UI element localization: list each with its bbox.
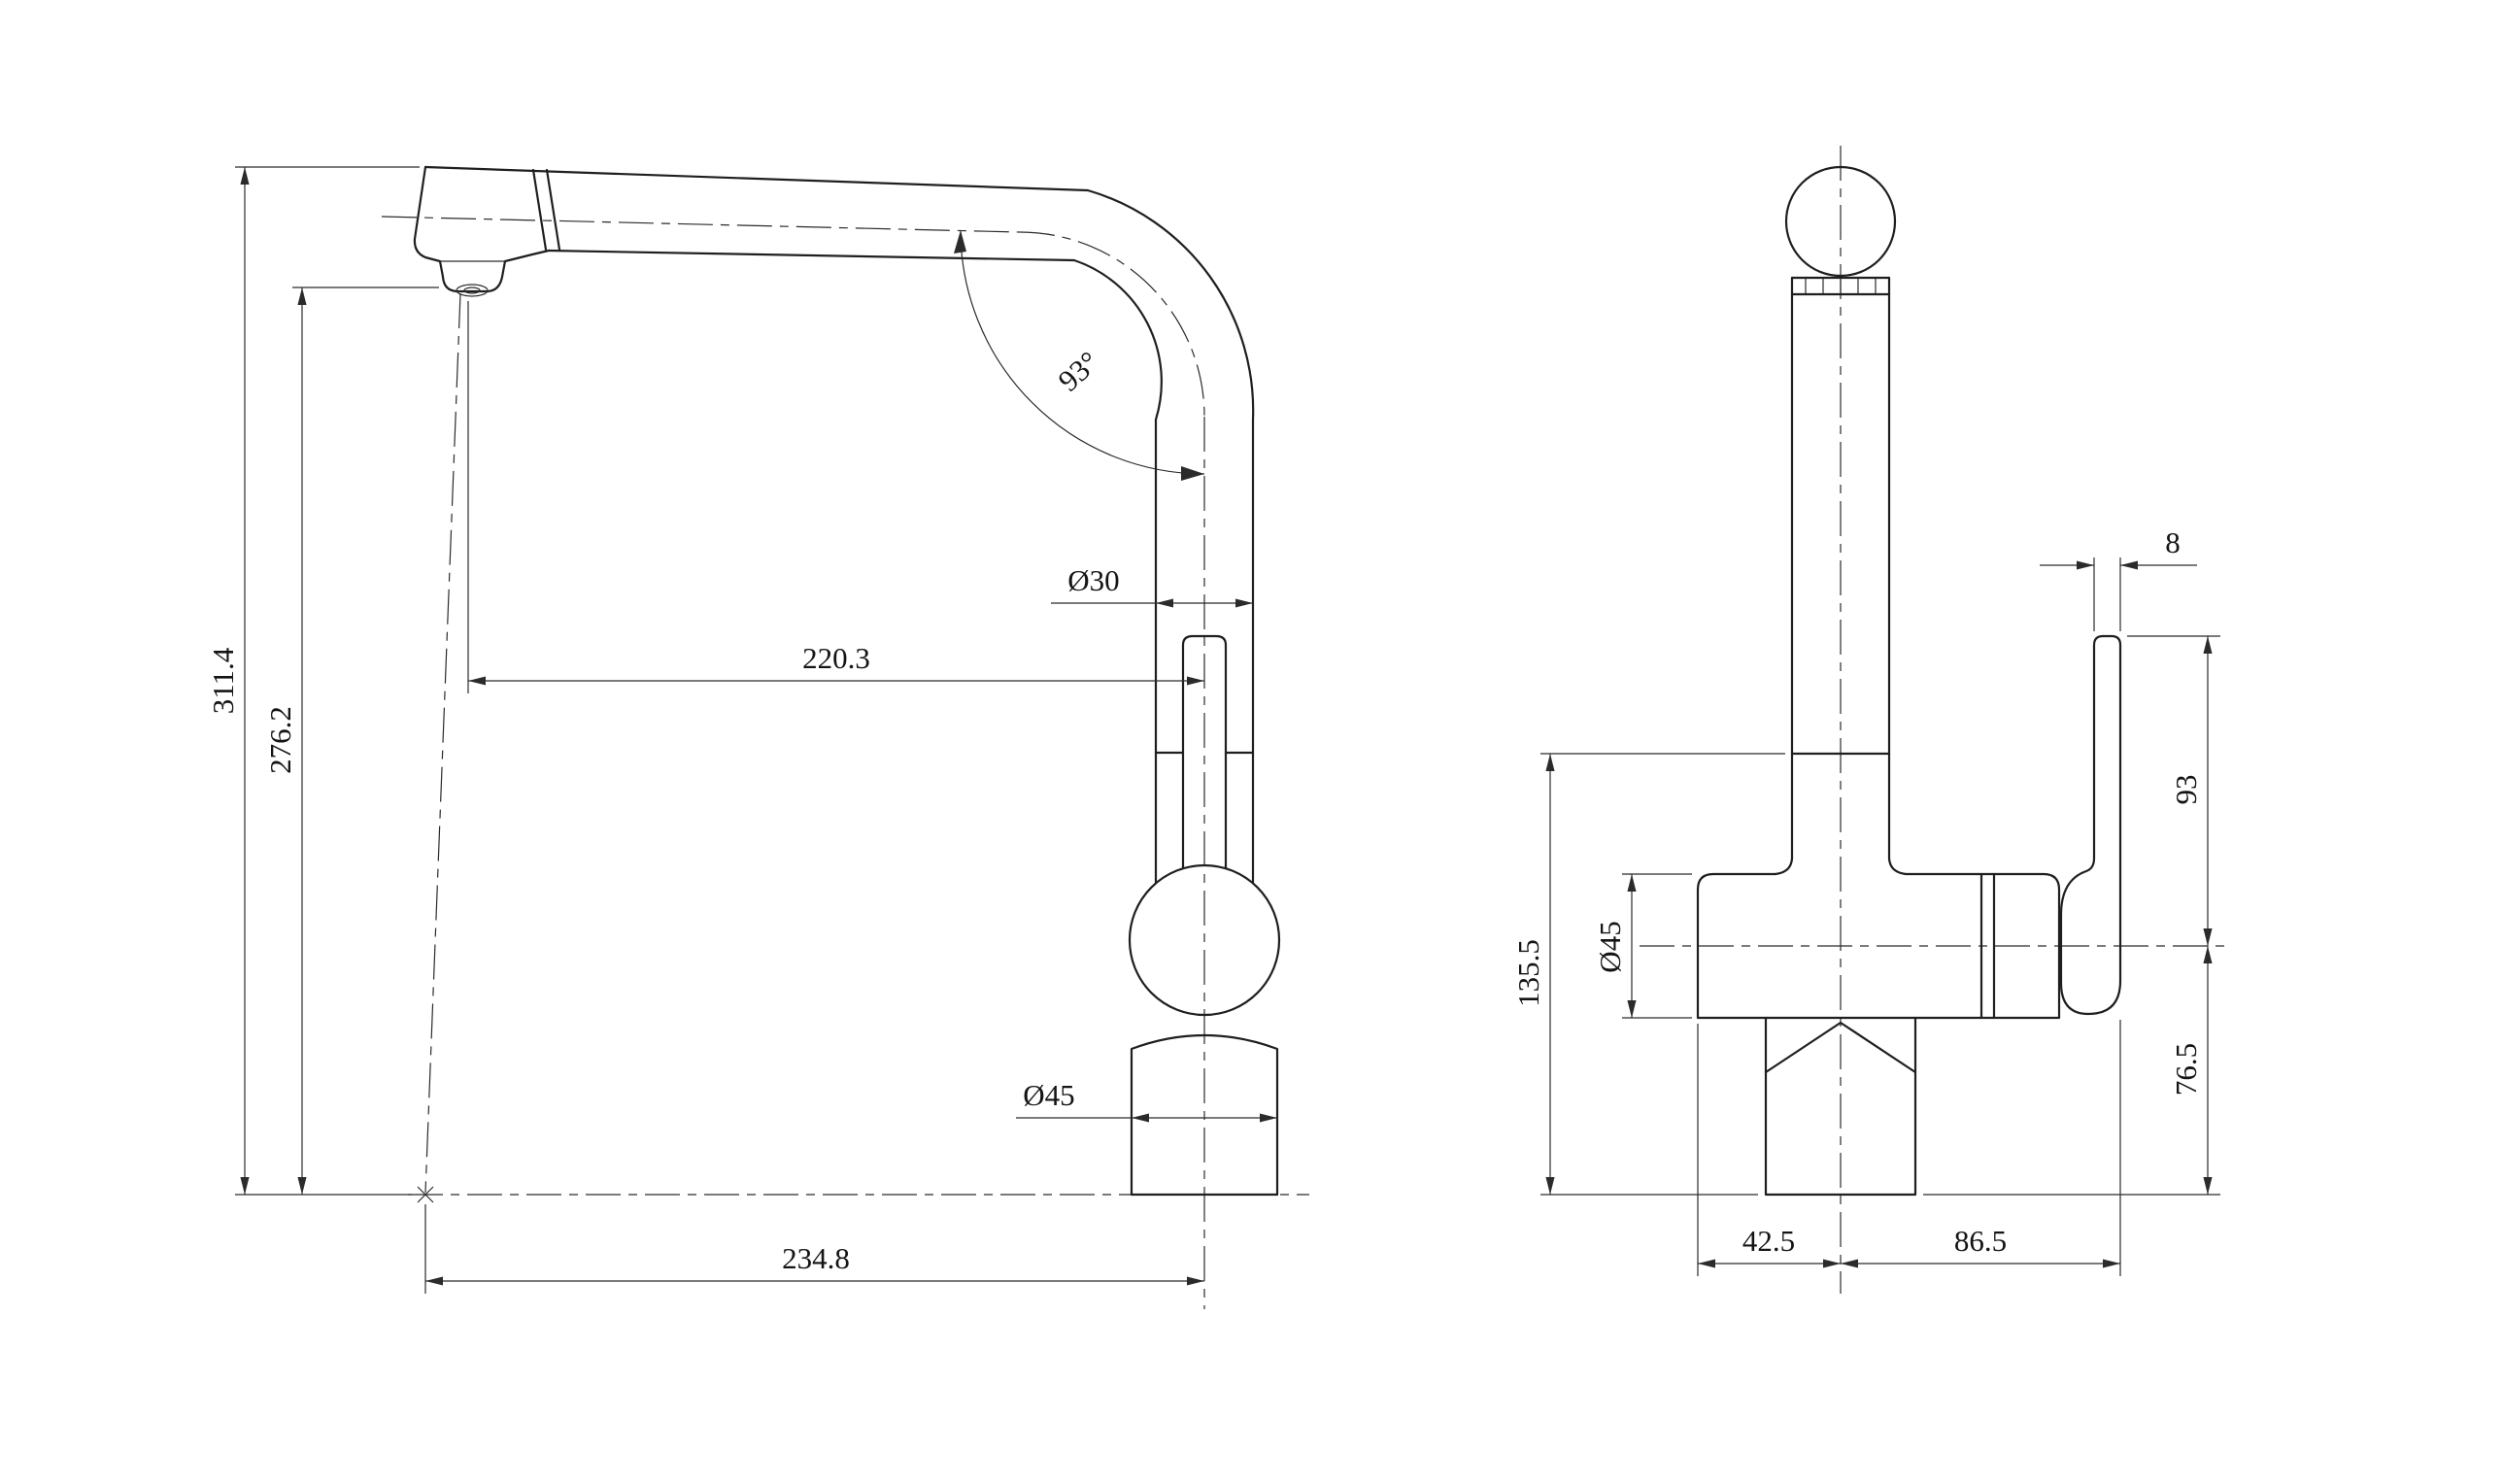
front-view: 8 93 76.5 135.5 Ø45 42.5 xyxy=(1511,146,2228,1294)
dim-base-reach-label: 234.8 xyxy=(782,1241,850,1275)
pipe-body-fillets xyxy=(1774,857,1908,876)
base-column-front xyxy=(1764,1016,1917,1197)
spray-head-joint-lines xyxy=(531,168,561,252)
extension-line xyxy=(2093,557,2121,631)
handle-outline-front xyxy=(2059,634,2122,1016)
spray-collar-ridges xyxy=(1805,279,1877,293)
dim-axis-to-left-label: 42.5 xyxy=(1742,1224,1795,1258)
spray-direction-centerline xyxy=(424,292,461,1194)
deck-intersection-cross-icon xyxy=(417,1186,434,1203)
dim-handle-length: 93 xyxy=(2127,635,2220,946)
dim-body-diameter-side-label: Ø45 xyxy=(1023,1078,1074,1112)
dim-axis-to-left: 42.5 xyxy=(1697,1024,1841,1276)
side-centerlines xyxy=(381,216,1309,1309)
spout-centerline xyxy=(381,216,1021,233)
valve-body-end-circle xyxy=(1128,863,1281,1017)
dim-body-diameter-front: Ø45 xyxy=(1593,873,1692,1019)
dim-height-to-seam-label: 135.5 xyxy=(1511,939,1545,1007)
dim-body-diameter-side: Ø45 xyxy=(1016,1078,1277,1123)
angle-label-mask xyxy=(1033,328,1123,414)
spout-top-edge xyxy=(423,165,1255,885)
base-cone-seam xyxy=(1764,1021,1917,1074)
dim-height-to-seam: 135.5 xyxy=(1511,753,1785,1196)
dim-axis-to-handle: 86.5 xyxy=(1841,1020,2121,1276)
dim-handle-width-label: 8 xyxy=(2165,525,2181,559)
extension-line xyxy=(235,166,420,1196)
dim-spout-reach-label: 220.3 xyxy=(802,641,870,675)
front-centerlines xyxy=(1640,146,2228,1294)
dim-spout-diameter-label: Ø30 xyxy=(1067,563,1119,597)
bend-centerline xyxy=(1019,231,1205,418)
dim-outlet-height: 276.2 xyxy=(263,287,439,1195)
body-end-seams xyxy=(1979,872,1996,1020)
angle-arrow-top xyxy=(954,230,966,253)
spray-head-outline xyxy=(413,165,551,293)
aerator-outer-ring xyxy=(456,284,489,297)
extension-line xyxy=(1540,753,1785,1196)
dim-body-diameter-front-label: Ø45 xyxy=(1593,921,1627,972)
dim-axis-height: 76.5 xyxy=(1923,946,2220,1196)
handle-stick-side xyxy=(1181,634,1228,870)
side-faucet-outline xyxy=(413,165,1281,1197)
spout-bottom-edge xyxy=(547,249,1163,885)
aerator-inner-ring xyxy=(463,287,481,294)
dim-overall-height: 311.4 xyxy=(206,166,420,1196)
spray-collar-band xyxy=(1790,276,1891,296)
dim-overall-height-label: 311.4 xyxy=(206,647,240,714)
dim-spout-diameter: Ø30 xyxy=(1051,563,1253,608)
dim-handle-width: 8 xyxy=(2040,525,2197,631)
riser-pipe-front xyxy=(1790,276,1891,860)
dim-outlet-height-label: 276.2 xyxy=(263,706,297,774)
front-faucet-outline xyxy=(1696,165,2122,1197)
spout-end-circle xyxy=(1784,165,1897,278)
angle-arc xyxy=(960,229,1205,475)
dim-handle-length-label: 93 xyxy=(2169,775,2203,805)
base-column-side xyxy=(1130,1033,1279,1197)
angle-arrow-bottom xyxy=(1181,466,1204,481)
dim-spout-reach: 220.3 xyxy=(467,301,1204,693)
body-outline-front xyxy=(1696,872,2061,1020)
dim-base-reach: 234.8 xyxy=(424,1204,1204,1294)
dim-axis-height-label: 76.5 xyxy=(2169,1043,2203,1096)
dim-spout-angle: 93° xyxy=(954,229,1205,481)
dim-axis-to-handle-label: 86.5 xyxy=(1954,1224,2007,1258)
side-view: 311.4 276.2 220.3 Ø30 Ø45 234.8 xyxy=(206,165,1309,1309)
